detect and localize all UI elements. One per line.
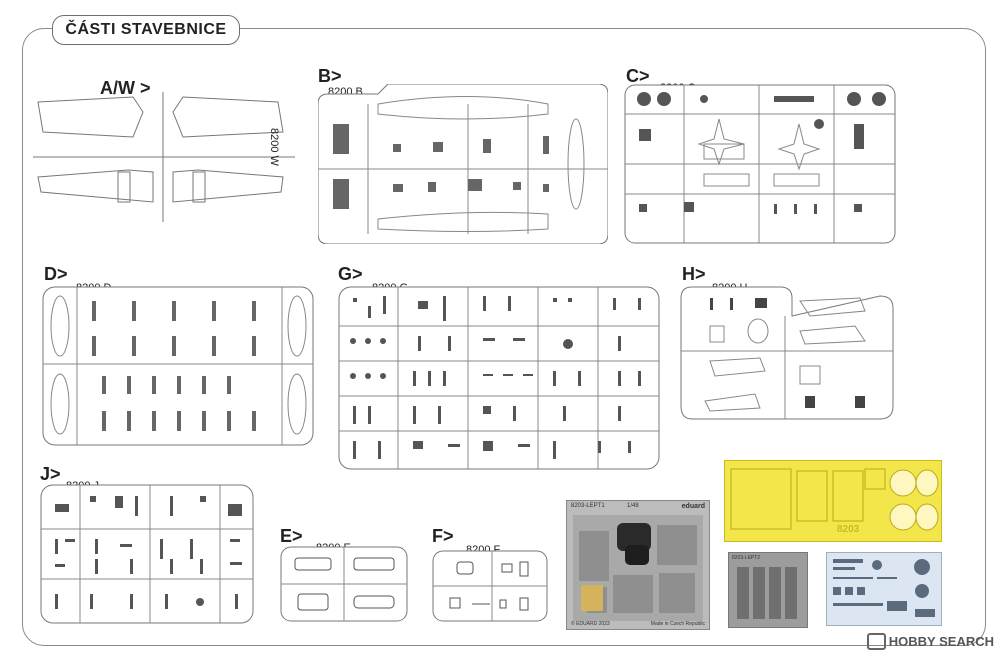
decal-sheet [826, 552, 942, 626]
pe-code: 8203-LEPT1 [571, 503, 605, 509]
section-h-label: H> [682, 264, 706, 284]
section-f-label: F> [432, 526, 454, 546]
section-j-label: J> [40, 464, 61, 484]
watermark-text: HOBBY SEARCH [888, 634, 994, 649]
sprue-d [42, 286, 314, 446]
pe-made-in: Made in Czech Republic [650, 621, 705, 627]
pe-brand: eduard [681, 503, 705, 510]
photo-etch-sheet-2: 8203-LEPT2 [728, 552, 808, 628]
sprue-b [318, 84, 608, 244]
sprue-c [624, 84, 896, 244]
photo-etch-sheet: 8203-LEPT1 1/48 eduard © EDUARD 2023 Mad… [566, 500, 710, 630]
sprue-j [40, 484, 254, 624]
section-d-label: D> [44, 264, 68, 284]
section-b-label: B> [318, 66, 342, 86]
section-g-label: G> [338, 264, 363, 284]
frame-label-w: 8200 W [268, 128, 280, 166]
sprue-h [680, 286, 894, 420]
mask-text: 8203 [837, 524, 860, 535]
page-title: ČÁSTI STAVEBNICE [52, 15, 240, 45]
sprue-aw [33, 92, 295, 222]
sprue-g [338, 286, 660, 470]
watermark: HOBBY SEARCH [866, 633, 994, 650]
sprue-e [280, 546, 408, 622]
section-aw-label: A/W > [100, 78, 151, 98]
pe-copyright: © EDUARD 2023 [571, 621, 610, 627]
section-e-label: E> [280, 526, 303, 546]
sprue-f [432, 550, 548, 622]
section-c-label: C> [626, 66, 650, 86]
mask-sheet: 8203 [724, 460, 942, 542]
hobby-search-logo-icon [866, 633, 886, 650]
pe-scale: 1/48 [627, 503, 639, 509]
pe2-code: 8203-LEPT2 [732, 555, 761, 561]
